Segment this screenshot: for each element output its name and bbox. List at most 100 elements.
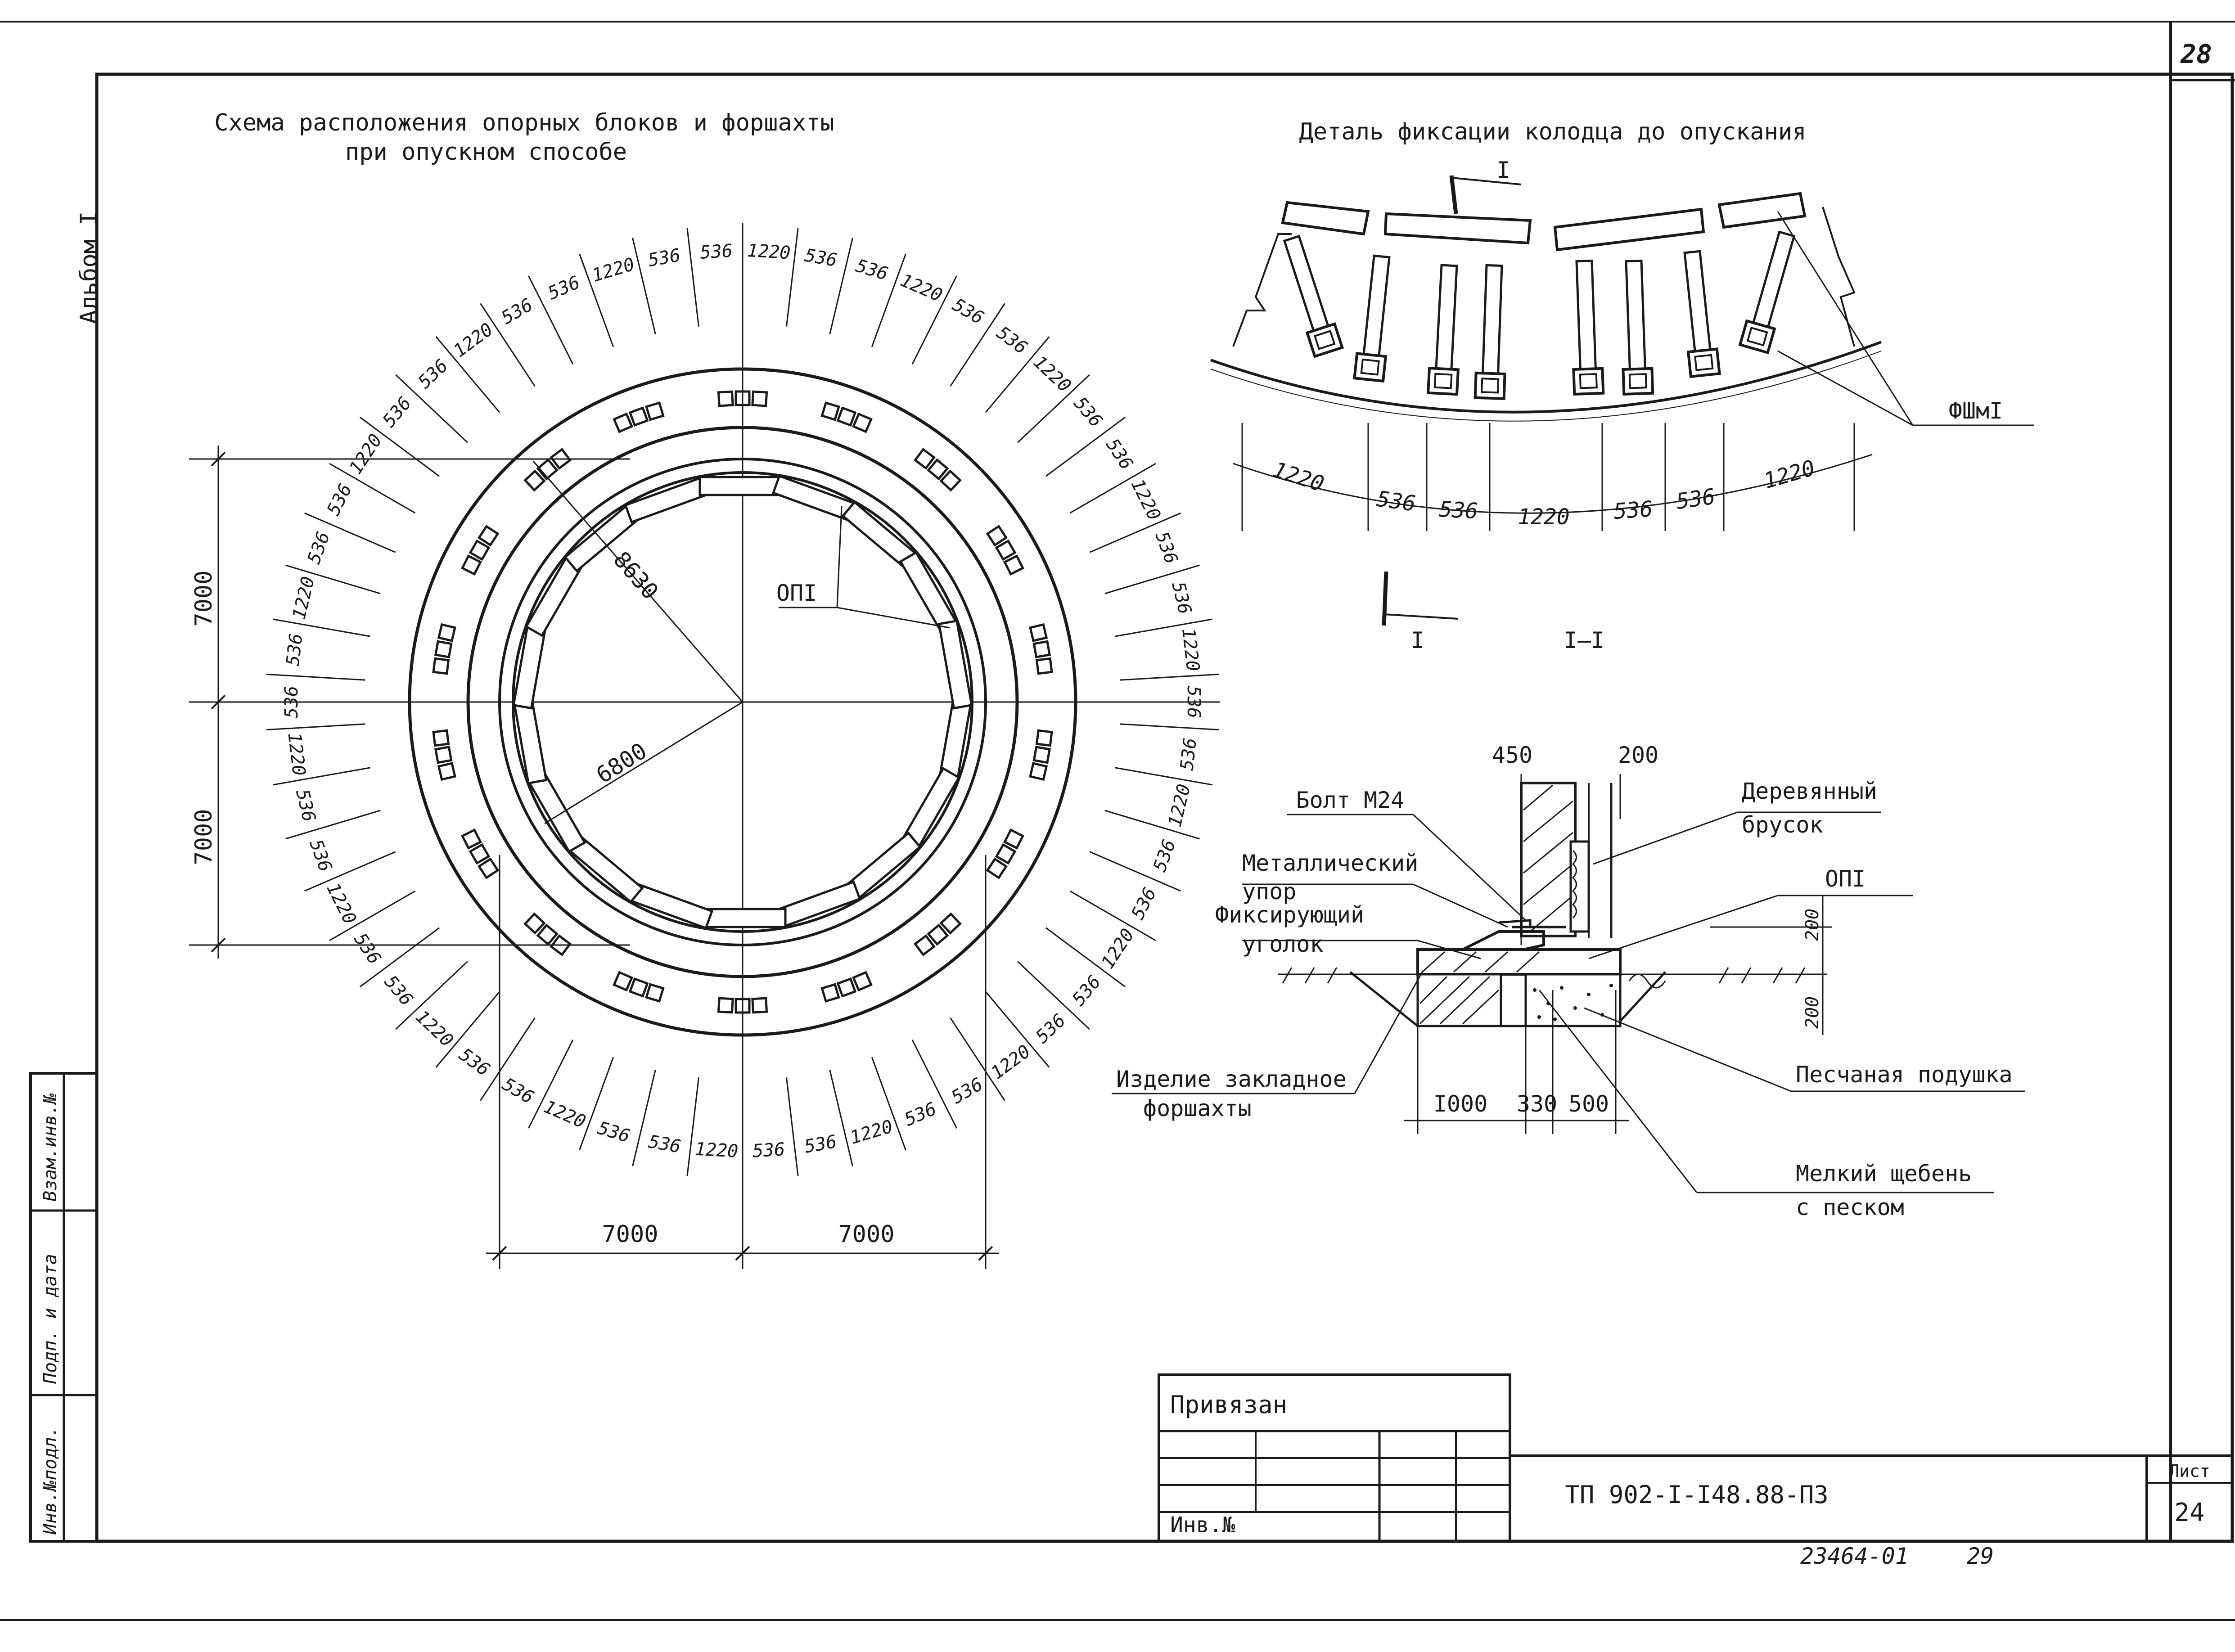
label-angle-2: уголок bbox=[1242, 931, 1324, 957]
dim-200-v2: 200 bbox=[1802, 996, 1823, 1029]
ring-tick bbox=[266, 673, 365, 681]
inner-block bbox=[937, 619, 973, 710]
detail-pillar bbox=[1283, 234, 1344, 358]
ring-dim-label: 1220 bbox=[1165, 782, 1195, 829]
outer-block bbox=[437, 762, 456, 781]
outer-block bbox=[628, 406, 649, 427]
ring-dim-label: 536 bbox=[414, 356, 452, 393]
ring-dim-label: 536 bbox=[1176, 737, 1201, 771]
wall-hatch bbox=[1523, 784, 1573, 932]
label-opi: ОПI bbox=[1825, 866, 1866, 892]
fsh-label: ФШмI bbox=[1949, 398, 2003, 424]
ring-dim-label: 1220 bbox=[747, 240, 791, 264]
ring-dim-label: 536 bbox=[1127, 884, 1161, 923]
outer-block bbox=[1032, 745, 1051, 764]
outer-block bbox=[717, 390, 734, 407]
outer-block bbox=[536, 923, 559, 946]
outer-block bbox=[523, 912, 546, 935]
ring-tick bbox=[1069, 890, 1156, 941]
ring-dim-label: 536 bbox=[499, 1074, 537, 1108]
outer-block bbox=[460, 554, 482, 576]
ring-dim-label: 1220 bbox=[450, 319, 497, 361]
ring-tick bbox=[329, 463, 416, 514]
stamp-podp: Подп. и дата bbox=[40, 1254, 61, 1384]
ring-dim-label: 1220 bbox=[289, 575, 319, 621]
ring-tick bbox=[527, 1039, 574, 1129]
dim-left-top: 7000 bbox=[190, 570, 217, 626]
title-block: Привязан Инв.№ ТП 902-I-I48.88-ПЗ Лист 2… bbox=[1158, 1373, 2232, 1569]
outer-block bbox=[550, 934, 572, 956]
outer-block bbox=[927, 923, 949, 946]
ring-tick bbox=[1104, 810, 1200, 840]
ring-dim-label: 1220 bbox=[541, 1096, 589, 1132]
detail-pillar bbox=[1473, 264, 1506, 401]
ring-dim-label: 536 bbox=[281, 686, 302, 718]
ring-tick bbox=[1120, 723, 1219, 731]
outer-block bbox=[836, 977, 857, 998]
ring-tick bbox=[985, 991, 1050, 1068]
arc-dim-label: 1220 bbox=[1518, 504, 1570, 530]
label-wood-2: брусок bbox=[1742, 812, 1823, 838]
ring-tick bbox=[435, 991, 500, 1068]
outer-block bbox=[613, 412, 634, 433]
arc-dim-label: 1220 bbox=[1761, 455, 1818, 494]
ground-hatch bbox=[1278, 967, 1827, 984]
ring-dim-label: 1220 bbox=[345, 431, 386, 478]
radius-inner: 6800 bbox=[592, 738, 652, 788]
ring-tick bbox=[829, 1070, 853, 1166]
dim-330: 330 bbox=[1517, 1091, 1557, 1117]
ring-tick bbox=[686, 228, 699, 327]
ring-tick bbox=[1017, 374, 1090, 443]
ring-dim-label: 536 bbox=[283, 632, 307, 667]
ring-tick bbox=[786, 1077, 799, 1176]
outer-block bbox=[437, 623, 456, 642]
outer-block bbox=[477, 857, 500, 879]
ring-tick bbox=[272, 618, 371, 637]
ring-dim-label: 1220 bbox=[897, 270, 946, 306]
ring-tick bbox=[285, 564, 381, 594]
ring-tick bbox=[304, 512, 396, 553]
section-mark-top: I bbox=[1496, 157, 1510, 183]
ring-dim-label: 536 bbox=[901, 1098, 940, 1130]
page-number: 28 bbox=[2180, 39, 2212, 69]
outer-block bbox=[1035, 729, 1053, 747]
arc-dim-label: 536 bbox=[1375, 486, 1417, 517]
outer-block bbox=[717, 997, 734, 1014]
ring-tick bbox=[829, 238, 853, 334]
ring-tick bbox=[1089, 512, 1181, 553]
inner-support-blocks bbox=[512, 474, 973, 930]
ring-tick bbox=[985, 336, 1050, 413]
outer-block bbox=[913, 448, 936, 470]
label-bolt: Болт М24 bbox=[1296, 787, 1405, 813]
outer-block bbox=[1003, 828, 1025, 850]
detail-pillar bbox=[1572, 259, 1605, 396]
album-label: Альбом I bbox=[76, 212, 103, 324]
detail-pillar bbox=[1683, 250, 1721, 378]
ring-dim-label: 536 bbox=[350, 930, 385, 968]
ring-dim-label: 536 bbox=[455, 1044, 493, 1080]
outer-block bbox=[469, 539, 491, 561]
ring-tick bbox=[285, 810, 381, 840]
outer-block bbox=[820, 401, 840, 421]
dim-200-v1: 200 bbox=[1802, 909, 1823, 941]
ring-dim-label: 536 bbox=[803, 245, 838, 271]
outer-block bbox=[523, 469, 546, 492]
left-title-line1: Схема расположения опорных блоков и форш… bbox=[214, 109, 834, 136]
ring-dim-label: 536 bbox=[1183, 686, 1204, 718]
ring-tick bbox=[527, 275, 574, 365]
label-stop-2: упор bbox=[1242, 878, 1296, 905]
ring-tick bbox=[480, 1017, 536, 1101]
ring-tick bbox=[329, 890, 416, 941]
block-label-opi: ОПI bbox=[776, 580, 817, 606]
ring-dim-label: 536 bbox=[1167, 580, 1195, 616]
dim-500: 500 bbox=[1568, 1091, 1609, 1117]
dim-1000: I000 bbox=[1433, 1091, 1487, 1117]
ring-tick bbox=[579, 1057, 614, 1151]
ring-tick bbox=[871, 1057, 906, 1151]
outer-block bbox=[995, 843, 1017, 865]
dim-450: 450 bbox=[1492, 742, 1532, 768]
detail-pillar bbox=[1738, 230, 1796, 355]
ring-dim-label: 536 bbox=[699, 241, 733, 263]
label-embed-1: Изделие закладное bbox=[1116, 1066, 1347, 1092]
